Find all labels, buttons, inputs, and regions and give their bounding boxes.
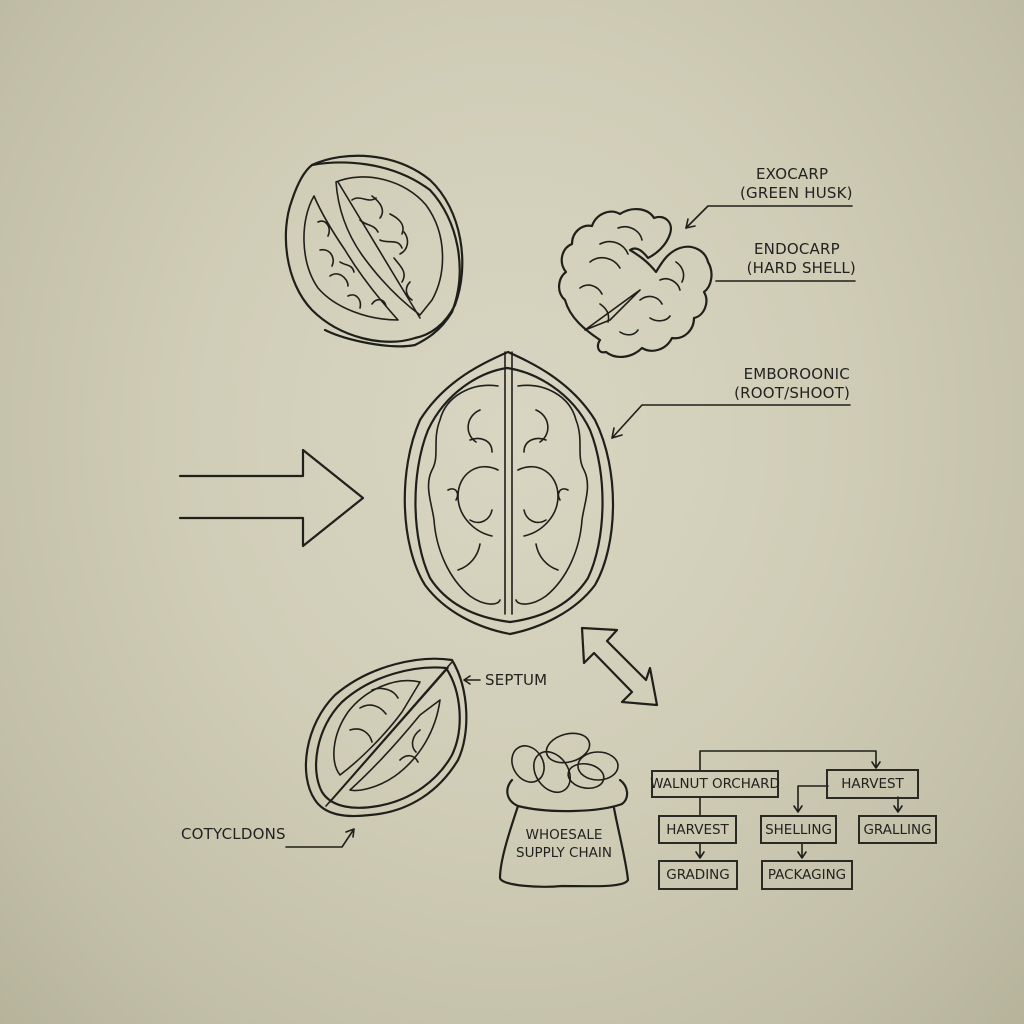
double-arrow-icon: [580, 626, 659, 707]
flow-node-walnut-orchard: WALNUT ORCHARD: [650, 770, 780, 798]
label-embryonic-subtitle: (ROOT/SHOOT): [734, 384, 850, 402]
label-endocarp-title: ENDOCARP: [754, 240, 840, 258]
bag-label-line1: WHOESALE: [525, 827, 603, 843]
walnut-kernel-icon: [558, 208, 713, 358]
label-exocarp-title: EXOCARP: [756, 165, 829, 183]
leader-lines: [611, 205, 856, 439]
septum-pointer: [463, 675, 481, 685]
right-arrow-icon: [178, 448, 365, 548]
label-endocarp: ENDOCARP (HARD SHELL): [738, 240, 856, 278]
label-exocarp: EXOCARP (GREEN HUSK): [740, 165, 853, 203]
flow-node-harvest-left: HARVEST: [658, 815, 737, 844]
label-embryonic: EMBOROONIC (ROOT/SHOOT): [700, 365, 850, 403]
cotyledons-leader: [285, 828, 355, 848]
bag-label: WHOESALE SUPPLY CHAIN: [505, 826, 623, 862]
flow-node-packaging: PACKAGING: [761, 860, 853, 890]
label-endocarp-subtitle: (HARD SHELL): [746, 259, 856, 277]
walnut-cross-section-icon: [403, 350, 615, 636]
label-embryonic-title: EMBOROONIC: [743, 365, 850, 383]
nut-sack-icon: [498, 732, 630, 888]
label-septum: SEPTUM: [485, 671, 548, 689]
flowchart-connectors: [695, 750, 903, 859]
walnut-half-icon: [284, 154, 464, 348]
walnut-split-icon: [304, 657, 468, 818]
flow-node-shelling: SHELLING: [760, 815, 837, 844]
flow-node-harvest-top: HARVEST: [826, 769, 919, 799]
flow-node-grading: GRADING: [658, 860, 738, 890]
label-cotyledons: COTYCLDONS: [181, 825, 286, 843]
bag-label-line2: SUPPLY CHAIN: [516, 845, 612, 861]
label-exocarp-subtitle: (GREEN HUSK): [740, 184, 853, 202]
flow-node-gralling: GRALLING: [858, 815, 937, 844]
